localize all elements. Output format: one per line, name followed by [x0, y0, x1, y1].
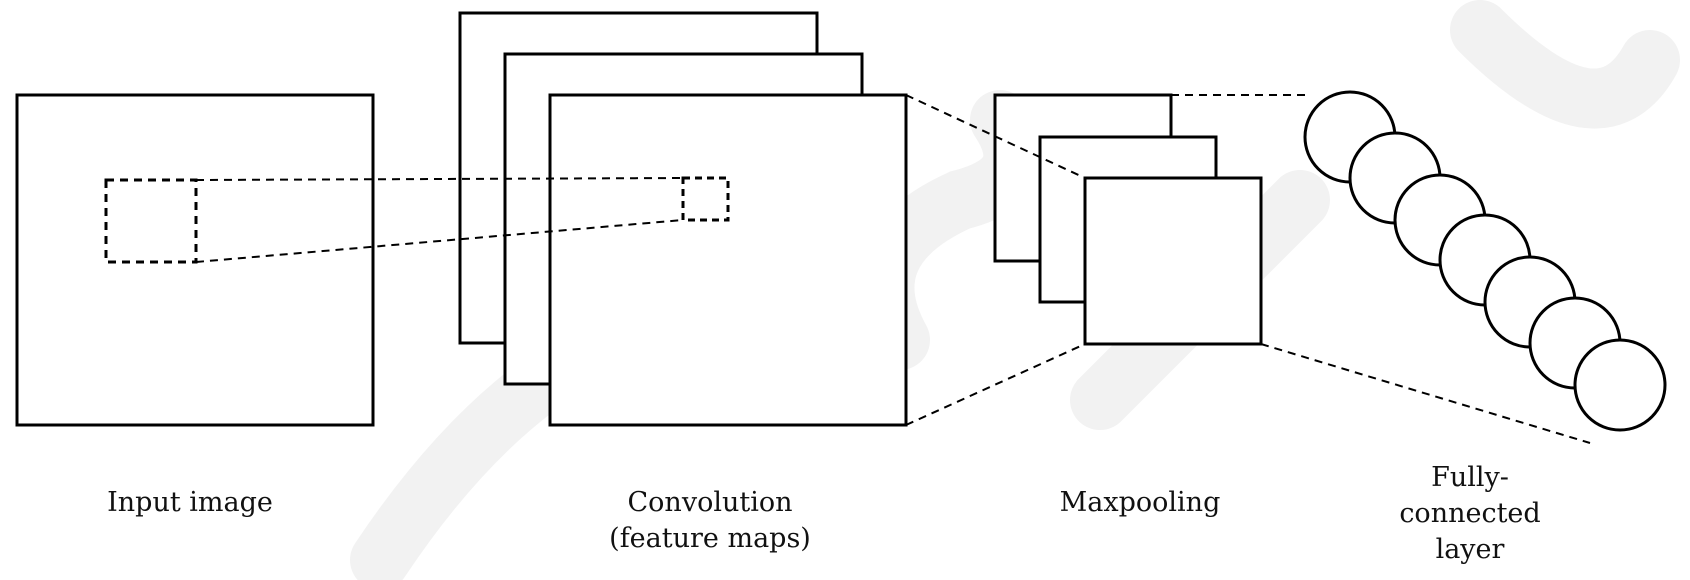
neuron-7	[1573, 338, 1667, 432]
dense-connection-bottom	[1260, 343, 1591, 444]
feature-map-front	[548, 93, 908, 427]
input-image-label: Input image	[50, 485, 330, 521]
convolution-label: Convolution (feature maps)	[560, 485, 860, 557]
convolution-label-line-1: Convolution	[627, 487, 793, 518]
fully-connected-label-line-3: layer	[1435, 534, 1505, 565]
feature-map-unit	[681, 176, 730, 222]
pool-map-front	[1083, 176, 1263, 346]
pool-connection-bottom	[905, 343, 1086, 426]
maxpooling-label-text: Maxpooling	[1059, 487, 1221, 518]
input-receptive-field	[104, 178, 198, 264]
fully-connected-label-line-1: Fully-	[1431, 462, 1509, 493]
pool-connection-top	[905, 94, 1086, 179]
dense-connections	[1171, 94, 1591, 444]
convolution-stack	[458, 11, 908, 427]
receptive-field-connections	[195, 177, 684, 263]
connection-line-bottom	[195, 219, 684, 263]
maxpooling-label: Maxpooling	[1030, 485, 1250, 521]
maxpooling-stack	[993, 93, 1263, 346]
input-image-label-text: Input image	[107, 487, 273, 518]
convolution-label-line-2: (feature maps)	[609, 523, 811, 554]
fully-connected-label: Fully- connected layer	[1340, 460, 1600, 568]
connection-line-top	[195, 177, 684, 181]
pooling-connections	[905, 94, 1086, 426]
fully-connected-layer	[1303, 90, 1667, 432]
fully-connected-label-line-2: connected	[1399, 498, 1541, 529]
